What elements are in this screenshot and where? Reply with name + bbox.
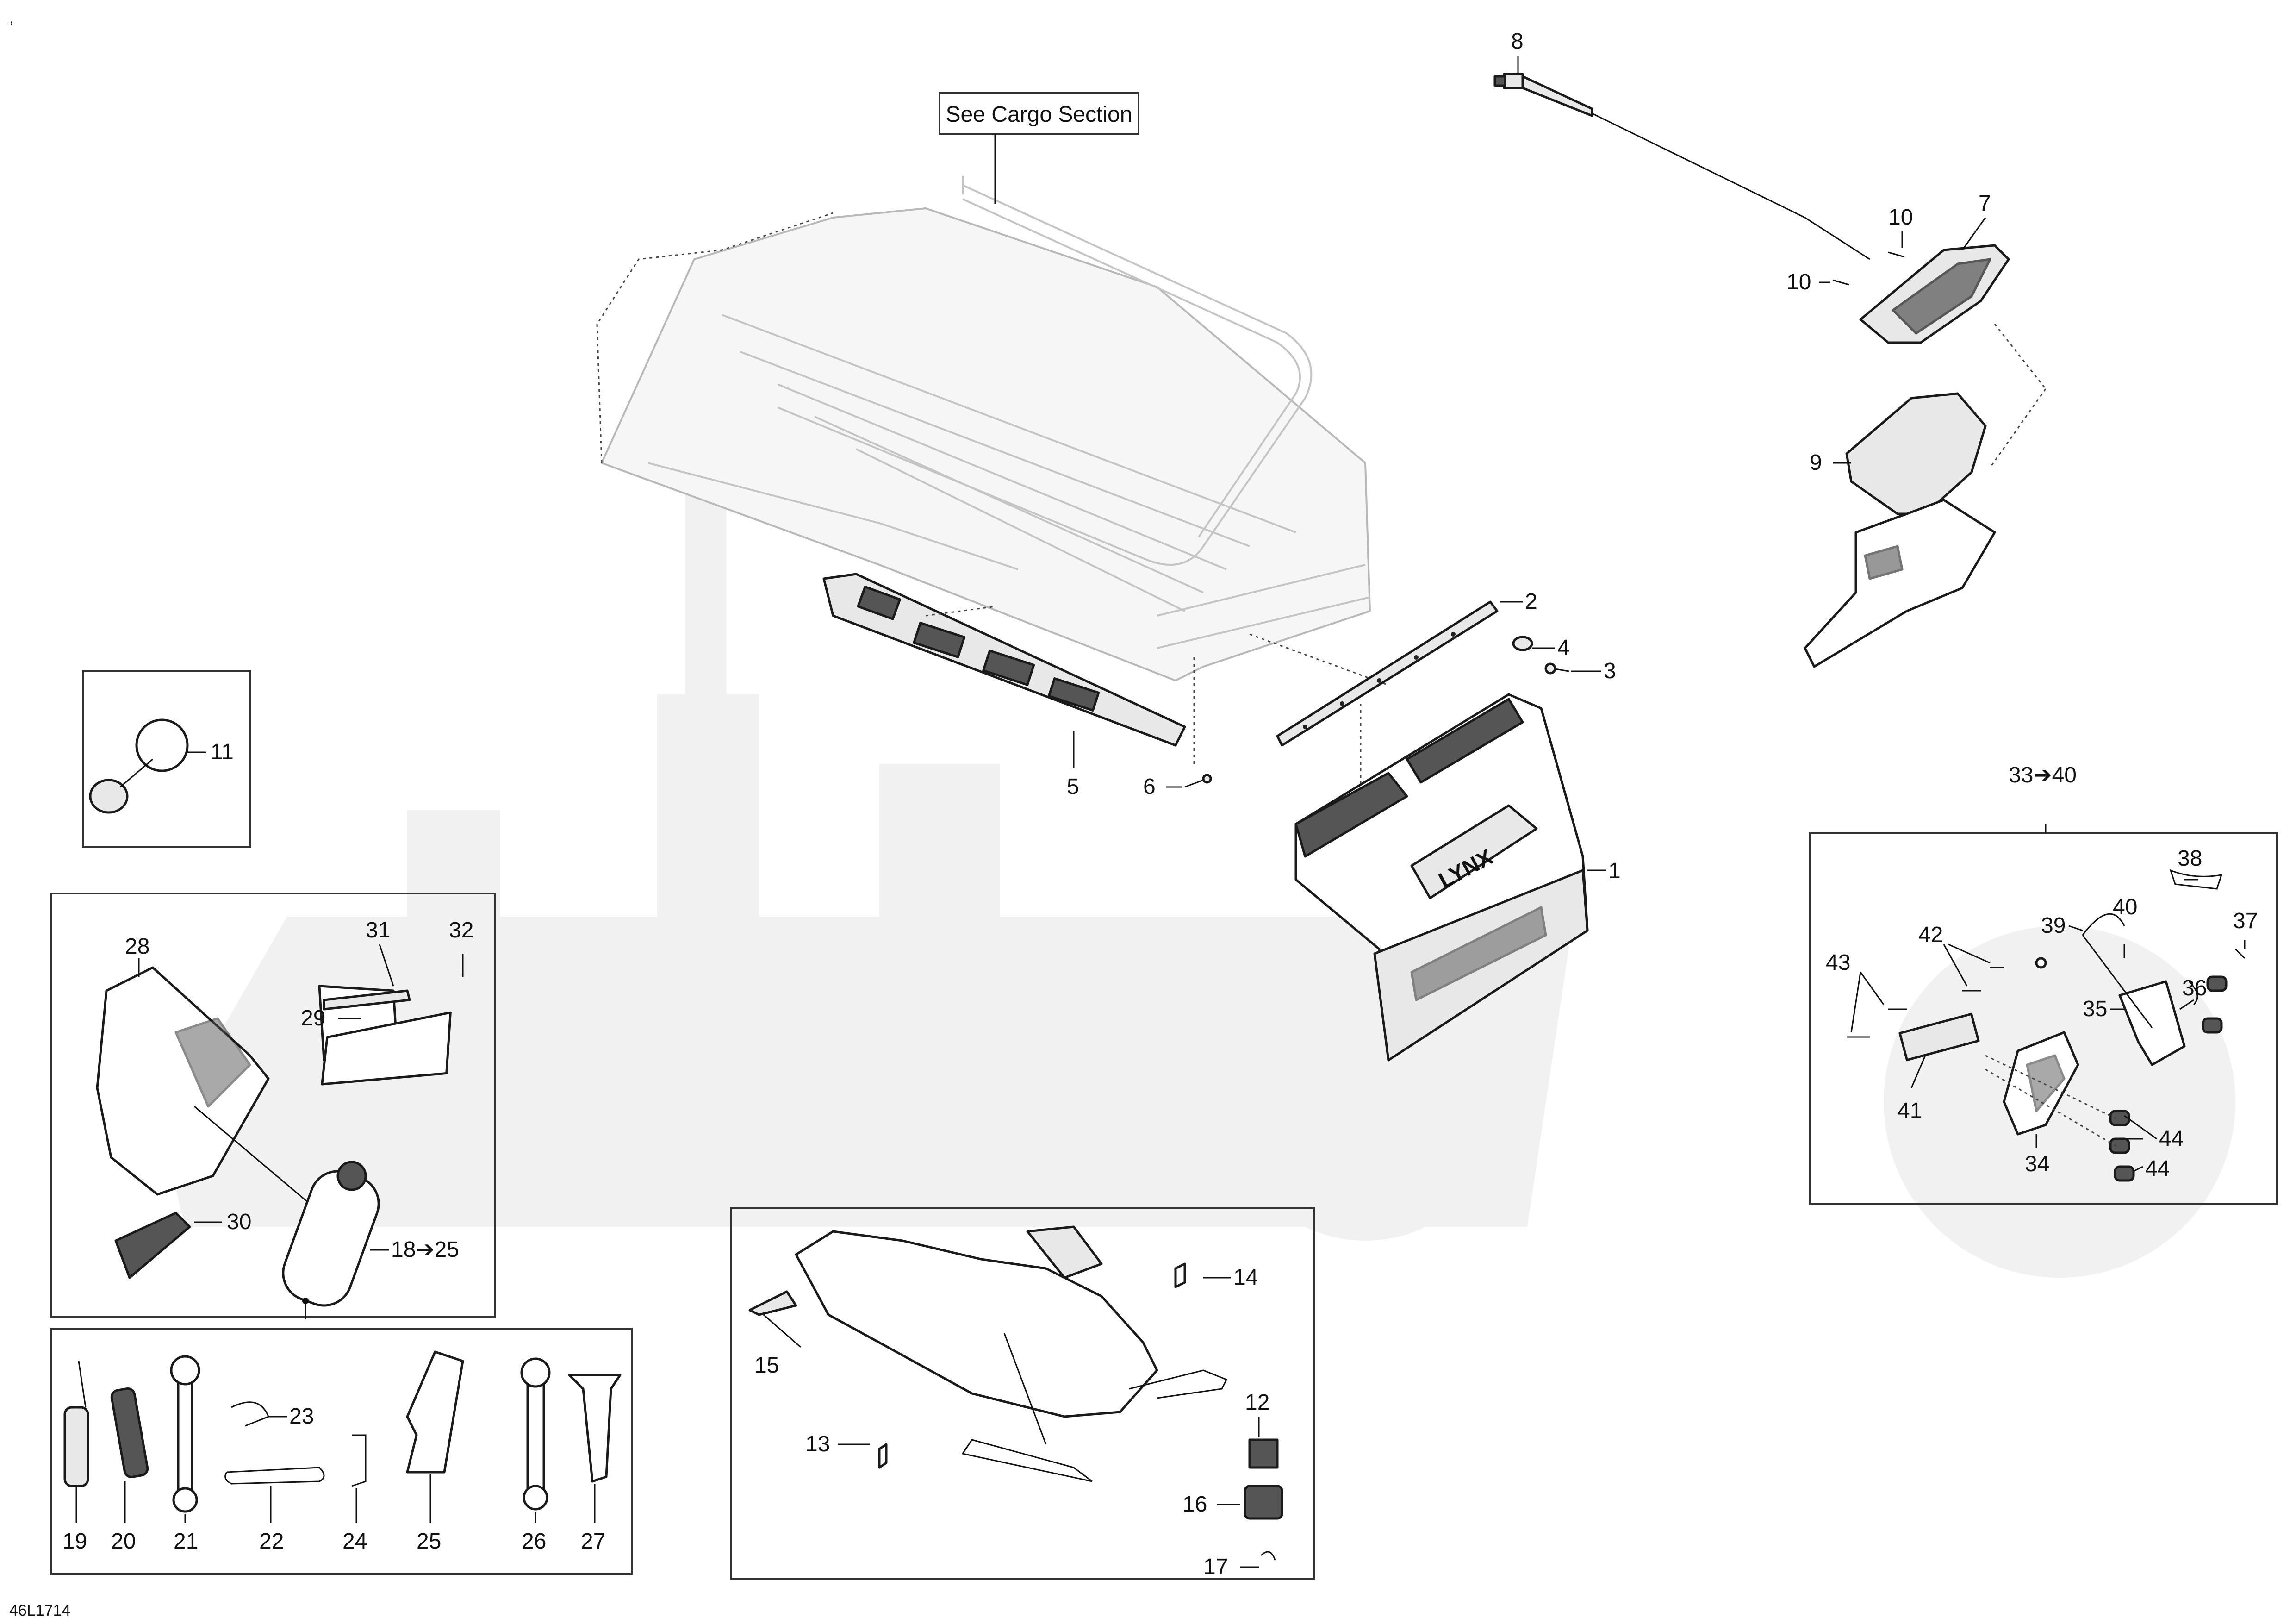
part-9-housing xyxy=(1804,392,1996,668)
label-31: 31 xyxy=(366,918,390,943)
label-9: 9 xyxy=(1810,450,1822,475)
box-tools xyxy=(50,1328,633,1575)
label-26: 26 xyxy=(522,1529,546,1554)
diagram-code: 46L1714 xyxy=(9,1602,70,1619)
label-6: 6 xyxy=(1143,775,1156,799)
label-30: 30 xyxy=(227,1210,251,1234)
cargo-rack-ghost xyxy=(596,176,1371,681)
label-16: 16 xyxy=(1182,1492,1207,1517)
label-40: 40 xyxy=(2113,895,2137,919)
label-7: 7 xyxy=(1979,191,1991,216)
label-14: 14 xyxy=(1233,1265,1258,1290)
label-44b: 44 xyxy=(2145,1156,2170,1181)
label-1: 1 xyxy=(1608,859,1621,883)
label-20: 20 xyxy=(111,1529,136,1554)
see-cargo-text: See Cargo Section xyxy=(946,102,1132,127)
label-8: 8 xyxy=(1511,29,1524,54)
part-8-harness xyxy=(1493,73,1870,260)
label-43: 43 xyxy=(1826,950,1850,975)
label-18-25: 18➔25 xyxy=(391,1237,459,1262)
snowmobile-outline xyxy=(795,1225,1228,1482)
label-4: 4 xyxy=(1557,636,1570,660)
label-22: 22 xyxy=(259,1529,284,1554)
box-part-11 xyxy=(82,670,251,848)
box-hitch xyxy=(1809,832,2278,1205)
label-24: 24 xyxy=(342,1529,367,1554)
label-2: 2 xyxy=(1525,589,1537,614)
label-27: 27 xyxy=(581,1529,605,1554)
part-2-strap xyxy=(1276,600,1499,747)
label-35: 35 xyxy=(2083,997,2107,1021)
label-3: 3 xyxy=(1604,659,1616,683)
label-37: 37 xyxy=(2233,909,2258,933)
label-42: 42 xyxy=(1918,923,1943,947)
label-19: 19 xyxy=(62,1529,87,1554)
label-11: 11 xyxy=(211,740,234,764)
label-15: 15 xyxy=(754,1353,779,1378)
label-25: 25 xyxy=(417,1529,441,1554)
leader-lines xyxy=(75,56,2246,1568)
part-4-washer xyxy=(1512,636,1533,651)
label-10a: 10 xyxy=(1888,205,1913,230)
label-39: 39 xyxy=(2041,913,2066,938)
label-5: 5 xyxy=(1067,775,1079,799)
label-38: 38 xyxy=(2178,846,2202,871)
label-13: 13 xyxy=(805,1432,830,1456)
corner-mark: , xyxy=(9,9,13,27)
part-3-screw xyxy=(1544,662,1569,675)
label-33-40: 33➔40 xyxy=(2009,763,2077,787)
label-44a: 44 xyxy=(2159,1126,2184,1151)
label-41: 41 xyxy=(1898,1099,1922,1123)
label-10b: 10 xyxy=(1786,270,1811,294)
label-21: 21 xyxy=(174,1529,198,1554)
label-17: 17 xyxy=(1203,1555,1228,1579)
label-23: 23 xyxy=(289,1404,314,1429)
part-1-mudflap: LYNX xyxy=(1294,693,1589,1062)
label-34: 34 xyxy=(2025,1152,2049,1176)
label-36: 36 xyxy=(2182,976,2207,1000)
label-29: 29 xyxy=(301,1006,325,1031)
see-cargo-note: See Cargo Section xyxy=(939,92,1139,204)
label-32: 32 xyxy=(449,918,473,943)
part-7-tail-light xyxy=(1859,244,2010,344)
box-tool-kit xyxy=(50,893,496,1318)
watermark xyxy=(162,278,2235,1278)
box-decals xyxy=(730,1207,1315,1580)
part-5-side-trim xyxy=(822,573,1186,747)
part-labels: 1 2 4 3 5 6 7 8 9 10 10 11 14 15 13 12 1… xyxy=(62,29,2258,1579)
part-6-screw xyxy=(1184,774,1212,788)
label-28: 28 xyxy=(125,934,149,959)
part-10-screws xyxy=(1832,251,1905,286)
label-12: 12 xyxy=(1245,1390,1269,1415)
